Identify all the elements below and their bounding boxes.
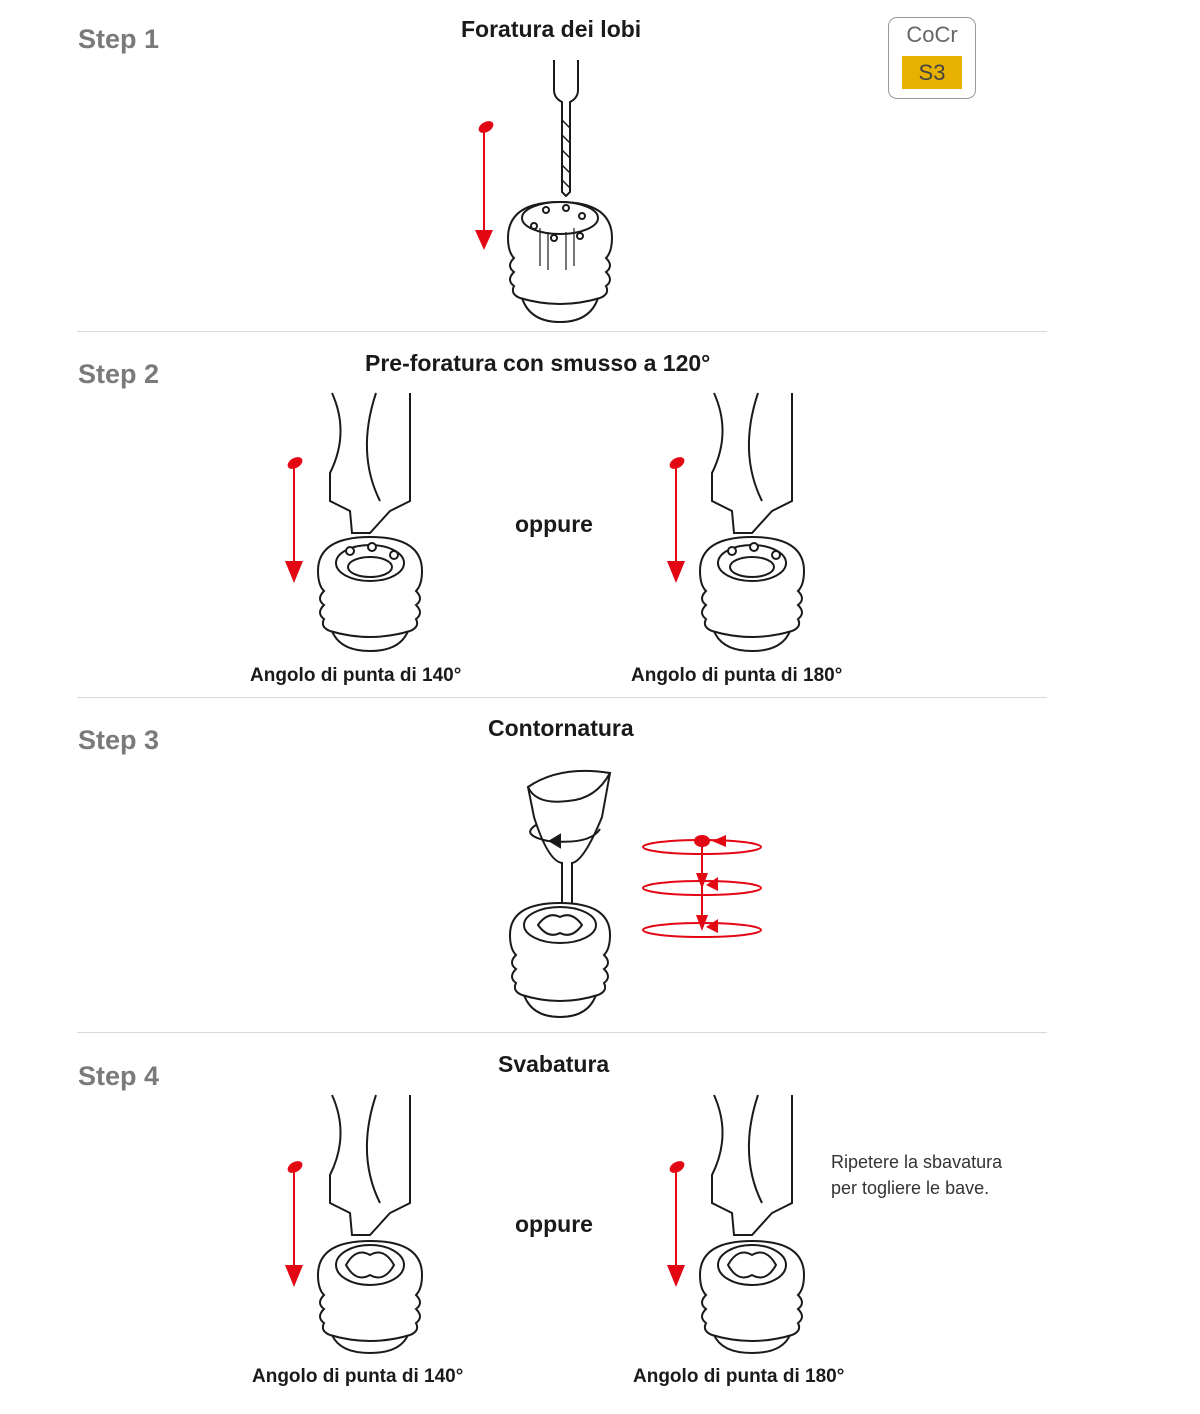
- feed-arrow-icon: [667, 457, 685, 583]
- deburring-drill-icon: [329, 1094, 411, 1236]
- step-4-label: Step 4: [78, 1061, 160, 1091]
- feed-arrow-icon: [475, 121, 494, 250]
- badge-code: S3: [902, 56, 962, 89]
- step-2-caption-140: Angolo di punta di 140°: [250, 665, 462, 686]
- step-2-title: Pre-foratura con smusso a 120°: [365, 350, 711, 376]
- abutment-icon: [698, 1239, 806, 1355]
- contour-tool-icon: [526, 769, 612, 926]
- step-3-illustration: [508, 769, 762, 1019]
- abutment-icon: [698, 535, 806, 653]
- step-2-label: Step 2: [78, 359, 160, 389]
- step-2-caption-180: Angolo di punta di 180°: [631, 665, 843, 686]
- circular-path-arrows-icon: [642, 835, 762, 938]
- feed-arrow-icon: [285, 457, 303, 583]
- step-4-caption-180: Angolo di punta di 180°: [633, 1366, 845, 1387]
- countersink-drill-icon: [711, 392, 793, 534]
- step-2-illustration-180: [667, 392, 806, 653]
- countersink-drill-icon: [329, 392, 411, 534]
- step-1-title: Foratura dei lobi: [461, 16, 642, 42]
- step-2-or-label: oppure: [515, 511, 593, 537]
- material-badge: CoCr S3: [888, 17, 976, 99]
- step-3-label: Step 3: [78, 725, 160, 755]
- badge-material-text: CoCr: [906, 22, 958, 47]
- abutment-icon: [508, 901, 612, 1019]
- drill-icon: [553, 60, 579, 198]
- step-4-title: Svabatura: [498, 1051, 610, 1077]
- step-4-illustration-140: [285, 1094, 424, 1355]
- step-4-illustration-180: [667, 1094, 806, 1355]
- feed-arrow-icon: [667, 1161, 685, 1287]
- divider: [77, 697, 1047, 698]
- step-4-note: Ripetere la sbavatura per togliere le ba…: [831, 1149, 1002, 1201]
- step-1-label: Step 1: [78, 24, 160, 54]
- abutment-icon: [506, 200, 614, 324]
- divider: [77, 1032, 1047, 1033]
- abutment-icon: [316, 1239, 424, 1355]
- feed-arrow-icon: [285, 1161, 303, 1287]
- step-2-illustration-140: [285, 392, 424, 653]
- step-4-caption-140: Angolo di punta di 140°: [252, 1366, 464, 1387]
- step-1-illustration: [475, 60, 614, 324]
- abutment-icon: [316, 535, 424, 653]
- note-line-1: Ripetere la sbavatura: [831, 1152, 1003, 1172]
- note-line-2: per togliere le bave.: [831, 1178, 990, 1198]
- step-3-title: Contornatura: [488, 715, 634, 741]
- step-4-or-label: oppure: [515, 1211, 593, 1237]
- divider: [77, 331, 1047, 332]
- deburring-drill-icon: [711, 1094, 793, 1236]
